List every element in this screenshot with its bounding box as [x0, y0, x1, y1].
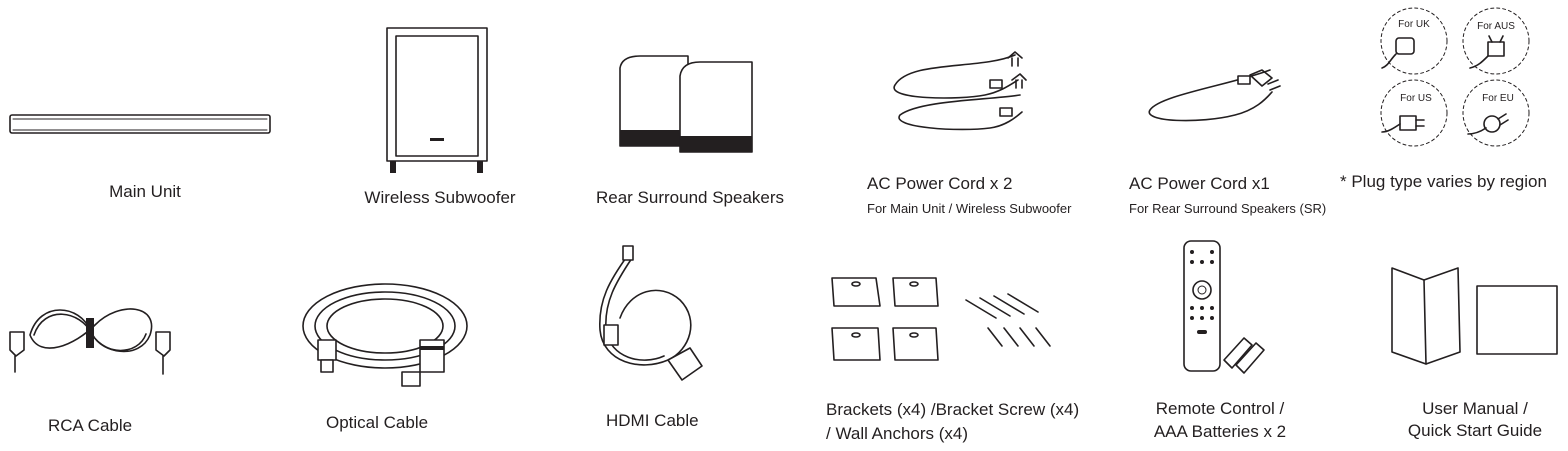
plug-note: * Plug type varies by region — [1340, 172, 1547, 191]
remote-image — [1183, 240, 1265, 374]
ac-cord-2-image — [893, 51, 1027, 131]
ac-cord-2-label: AC Power Cord x 2 — [867, 174, 1013, 193]
rca-cable-image — [9, 308, 171, 375]
optical-cable-image — [302, 283, 468, 387]
hdmi-cable-image — [599, 245, 703, 381]
hdmi-cable-label: HDMI Cable — [606, 411, 699, 430]
manual-image — [1391, 267, 1558, 365]
remote-label-line1: Remote Control / — [1155, 399, 1285, 418]
optical-cable-label: Optical Cable — [326, 413, 429, 432]
brackets-label-line1: Brackets (x4) /Bracket Screw (x4) — [826, 400, 1080, 419]
plug-circles — [1380, 7, 1530, 147]
plug-aus-label: For AUS — [1477, 21, 1515, 32]
brackets-image — [831, 277, 1051, 361]
ac-cord-1-note: For Rear Surround Speakers (SR) — [1129, 201, 1327, 216]
plug-us-label: For US — [1400, 93, 1432, 104]
main-unit-label: Main Unit — [109, 182, 181, 201]
rear-speakers-label: Rear Surround Speakers — [595, 188, 785, 207]
brackets-label-line2: / Wall Anchors (x4) — [826, 424, 969, 443]
plug-eu-label: For EU — [1482, 93, 1514, 104]
manual-label-line2: Quick Start Guide — [1407, 421, 1543, 440]
plug-uk-label: For UK — [1398, 19, 1430, 30]
rear-speakers-image — [619, 55, 753, 153]
ac-cord-2-note: For Main Unit / Wireless Subwoofer — [867, 201, 1072, 216]
subwoofer-label: Wireless Subwoofer — [364, 188, 516, 207]
rca-cable-label: RCA Cable — [48, 416, 133, 435]
soundbar-image — [9, 114, 271, 134]
remote-label-line2: AAA Batteries x 2 — [1153, 422, 1287, 441]
ac-cord-1-image — [1148, 69, 1281, 122]
manual-label-line1: User Manual / — [1422, 399, 1528, 418]
ac-cord-1-label: AC Power Cord x1 — [1129, 174, 1270, 193]
subwoofer-image — [386, 27, 488, 173]
